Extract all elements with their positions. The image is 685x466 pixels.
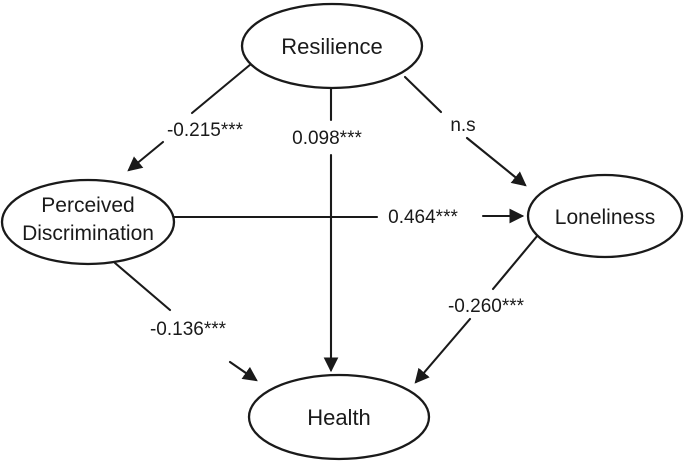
node-health	[247, 373, 431, 461]
edge-resilience-to-loneliness-arrow	[465, 136, 527, 187]
edge-loneliness-to-health-arrow	[414, 317, 472, 384]
edge-perceived-discrimination-to-health-arrow	[228, 360, 258, 382]
edge-resilience-to-loneliness-segment1	[403, 75, 443, 114]
edge-loneliness-to-health-segment1	[491, 233, 540, 291]
edge-perceived-discrimination-to-health-segment1	[113, 261, 172, 312]
node-loneliness	[526, 173, 684, 259]
node-label-loneliness: Loneliness	[555, 206, 655, 229]
edge-resilience-to-perceived-discrimination-arrow	[127, 140, 165, 172]
edge-resilience-to-perceived-discrimination-segment1	[190, 62, 253, 115]
edge-label-resilience-loneliness: n.s	[450, 115, 475, 136]
node-resilience	[240, 2, 424, 90]
node-label-perceived: Perceived	[41, 194, 134, 217]
edge-label-resilience-perceived-discrimination: -0.215***	[167, 120, 244, 141]
edge-label-perceived-discrimination-loneliness: 0.464***	[388, 207, 458, 228]
node-label-discrimination: Discrimination	[22, 222, 154, 245]
node-perceived-discrimination	[0, 178, 176, 266]
edge-label-resilience-health: 0.098***	[292, 128, 362, 149]
node-label-resilience: Resilience	[281, 34, 383, 59]
node-label-health: Health	[307, 405, 371, 430]
edge-label-loneliness-health: -0.260***	[448, 296, 525, 317]
edge-label-perceived-discrimination-health: -0.136***	[150, 319, 227, 340]
